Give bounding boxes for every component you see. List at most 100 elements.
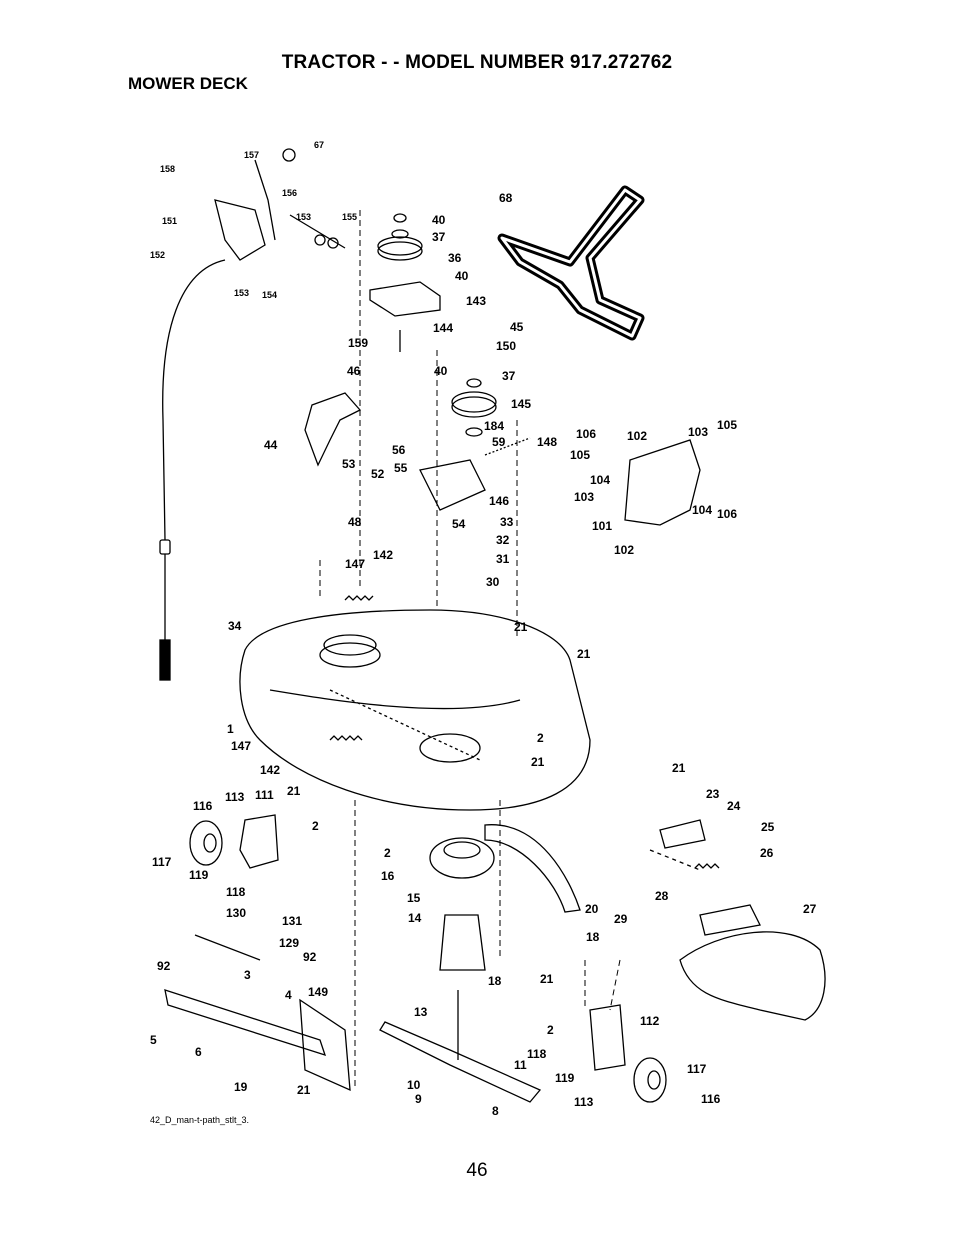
callout-21: 21 bbox=[577, 647, 591, 661]
callout-142: 142 bbox=[260, 763, 280, 777]
callout-116: 116 bbox=[701, 1092, 721, 1106]
lever-bracket bbox=[214, 199, 266, 261]
callout-24: 24 bbox=[727, 799, 741, 813]
callout-18: 18 bbox=[488, 974, 502, 988]
callout-111: 111 bbox=[255, 788, 274, 802]
callout-20: 20 bbox=[585, 902, 599, 916]
lift-link bbox=[164, 989, 327, 1057]
figure-caption: 42_D_man-t-path_stlt_3. bbox=[150, 1115, 250, 1125]
callout-52: 52 bbox=[371, 467, 385, 481]
callout-46: 46 bbox=[347, 364, 361, 378]
callout-149: 149 bbox=[308, 985, 328, 999]
callout-21: 21 bbox=[297, 1083, 311, 1097]
callout-153: 153 bbox=[296, 212, 311, 222]
callout-30: 30 bbox=[486, 575, 500, 589]
callout-5: 5 bbox=[150, 1033, 157, 1047]
callout-104: 104 bbox=[692, 503, 712, 517]
callout-118: 118 bbox=[527, 1047, 547, 1061]
callout-92: 92 bbox=[157, 959, 171, 973]
callout-68: 68 bbox=[499, 191, 513, 205]
callout-59: 59 bbox=[492, 435, 506, 449]
callout-156: 156 bbox=[282, 188, 297, 198]
callout-53: 53 bbox=[342, 457, 356, 471]
callout-56: 56 bbox=[392, 443, 406, 457]
callout-118: 118 bbox=[226, 885, 246, 899]
spring bbox=[329, 735, 363, 741]
callout-54: 54 bbox=[452, 517, 466, 531]
gauge-wheel-left bbox=[189, 820, 223, 866]
callout-159: 159 bbox=[348, 336, 368, 350]
callout-148: 148 bbox=[537, 435, 557, 449]
callout-40: 40 bbox=[455, 269, 469, 283]
gauge-wheel-right bbox=[633, 1057, 667, 1103]
callout-104: 104 bbox=[590, 473, 610, 487]
spindle-housing bbox=[429, 837, 495, 879]
discharge-chute bbox=[679, 931, 826, 1021]
callout-102: 102 bbox=[627, 429, 647, 443]
callout-28: 28 bbox=[655, 889, 669, 903]
callout-153: 153 bbox=[234, 288, 249, 298]
callout-150: 150 bbox=[496, 339, 516, 353]
callout-40: 40 bbox=[432, 213, 446, 227]
callout-13: 13 bbox=[414, 1005, 428, 1019]
callout-33: 33 bbox=[500, 515, 514, 529]
callout-14: 14 bbox=[408, 911, 422, 925]
callout-55: 55 bbox=[394, 461, 408, 475]
callout-147: 147 bbox=[345, 557, 365, 571]
callout-146: 146 bbox=[489, 494, 509, 508]
callout-106: 106 bbox=[717, 507, 737, 521]
callout-152: 152 bbox=[150, 250, 165, 260]
callout-67: 67 bbox=[314, 140, 324, 150]
callout-105: 105 bbox=[570, 448, 590, 462]
callout-143: 143 bbox=[466, 294, 486, 308]
callout-92: 92 bbox=[303, 950, 317, 964]
callout-2: 2 bbox=[547, 1023, 554, 1037]
callout-113: 113 bbox=[574, 1095, 594, 1109]
callout-19: 19 bbox=[234, 1080, 248, 1094]
callout-44: 44 bbox=[264, 438, 278, 452]
callout-116: 116 bbox=[193, 799, 213, 813]
callout-40: 40 bbox=[434, 364, 448, 378]
callout-142: 142 bbox=[373, 548, 393, 562]
callout-21: 21 bbox=[672, 761, 686, 775]
callout-113: 113 bbox=[225, 790, 245, 804]
callout-48: 48 bbox=[348, 515, 362, 529]
callout-11: 11 bbox=[514, 1058, 527, 1072]
callout-130: 130 bbox=[226, 906, 246, 920]
callout-36: 36 bbox=[448, 251, 462, 265]
idler-bracket bbox=[369, 281, 441, 317]
page-number: 46 bbox=[466, 1160, 488, 1181]
callout-119: 119 bbox=[189, 868, 209, 882]
mandrel-cover bbox=[624, 439, 701, 526]
belt-guard-left bbox=[304, 392, 362, 467]
callout-45: 45 bbox=[510, 320, 524, 334]
mower-deck bbox=[239, 609, 591, 811]
callout-37: 37 bbox=[432, 230, 446, 244]
page-title: TRACTOR - - MODEL NUMBER 917.272762 bbox=[281, 52, 673, 73]
callout-2: 2 bbox=[384, 846, 391, 860]
callout-112: 112 bbox=[640, 1014, 660, 1028]
callout-2: 2 bbox=[537, 731, 544, 745]
callout-129: 129 bbox=[279, 936, 299, 950]
callout-8: 8 bbox=[492, 1104, 499, 1118]
callout-154: 154 bbox=[262, 290, 277, 300]
callout-155: 155 bbox=[342, 212, 357, 222]
callout-151: 151 bbox=[162, 216, 177, 226]
callout-15: 15 bbox=[407, 891, 421, 905]
callout-103: 103 bbox=[574, 490, 594, 504]
callout-27: 27 bbox=[803, 902, 817, 916]
callout-117: 117 bbox=[152, 855, 172, 869]
callout-102: 102 bbox=[614, 543, 634, 557]
callout-26: 26 bbox=[760, 846, 774, 860]
callout-184: 184 bbox=[484, 419, 504, 433]
callout-119: 119 bbox=[555, 1071, 575, 1085]
callout-101: 101 bbox=[592, 519, 612, 533]
callout-31: 31 bbox=[496, 552, 510, 566]
mower-blade bbox=[379, 1021, 542, 1103]
callout-106: 106 bbox=[576, 427, 596, 441]
callout-37: 37 bbox=[502, 369, 516, 383]
callout-158: 158 bbox=[160, 164, 175, 174]
callout-1: 1 bbox=[227, 722, 234, 736]
